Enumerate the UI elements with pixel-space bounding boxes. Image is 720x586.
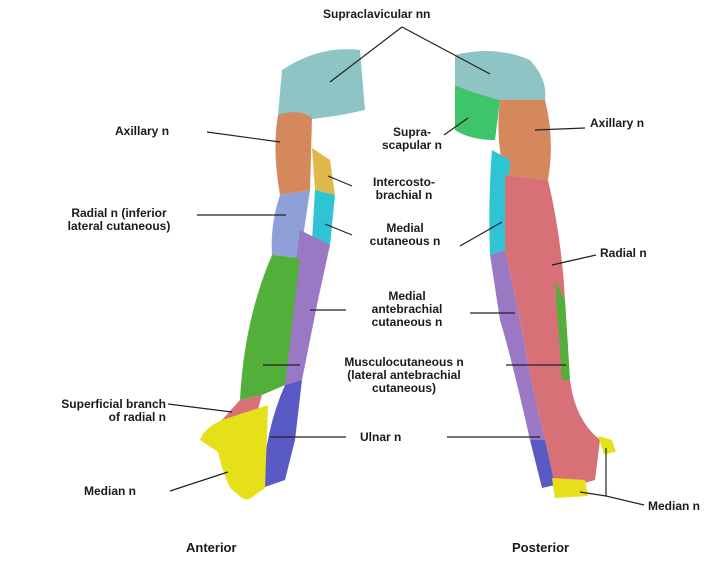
label-radial-inferior-lateral-cutaneous: Radial n (inferior lateral cutaneous): [38, 207, 200, 233]
label-median-posterior: Median n: [648, 500, 700, 513]
label-posterior-view: Posterior: [512, 541, 569, 554]
ant-supraclavicular-region: [278, 49, 365, 120]
label-intercostobrachial: Intercosto- brachial n: [355, 176, 453, 202]
label-superficial-branch-radial: Superficial branch of radial n: [6, 398, 166, 424]
label-axillary-posterior: Axillary n: [590, 117, 644, 130]
leader-superficial-radial: [168, 404, 232, 412]
label-medial-cutaneous: Medial cutaneous n: [346, 222, 464, 248]
ant-axillary-region: [275, 112, 312, 195]
ant-median-region: [200, 405, 268, 499]
label-axillary-anterior: Axillary n: [115, 125, 169, 138]
leader-supraclavicular-right: [402, 27, 490, 74]
label-radial-posterior: Radial n: [600, 247, 647, 260]
label-medial-antebrachial-cutaneous: Medial antebrachial cutaneous n: [340, 290, 474, 329]
ant-ulnar-region: [262, 380, 302, 488]
post-median-thumb-region: [598, 436, 616, 454]
label-supraclavicular: Supraclavicular nn: [323, 8, 430, 21]
label-suprascapular: Supra- scapular n: [372, 126, 452, 152]
leader-median-right: [606, 448, 644, 505]
label-musculocutaneous: Musculocutaneous n (lateral antebrachial…: [300, 356, 508, 395]
anterior-arm: [200, 49, 365, 499]
label-anterior-view: Anterior: [186, 541, 237, 554]
label-ulnar: Ulnar n: [360, 431, 401, 444]
post-median-region: [552, 478, 588, 498]
leader-axillary-left: [207, 132, 280, 142]
label-median-anterior: Median n: [84, 485, 136, 498]
leader-median-left: [170, 472, 228, 491]
ant-intercostobrachial-region: [312, 148, 335, 195]
ant-medial-cutaneous-region: [312, 190, 335, 245]
